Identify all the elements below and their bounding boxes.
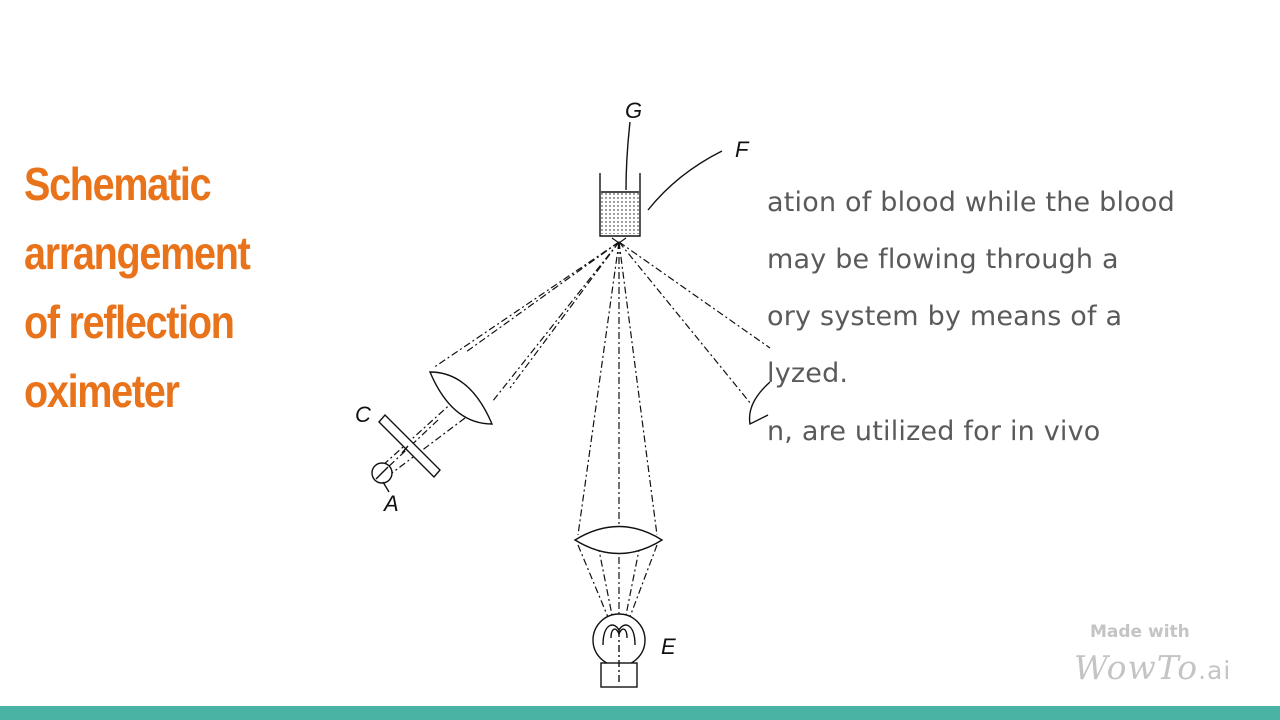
title-line: oximeter xyxy=(24,365,180,417)
body-line: ation of blood while the blood xyxy=(767,187,1175,218)
made-with-label: Made with xyxy=(1090,622,1190,642)
body-line: may be flowing through a xyxy=(767,244,1119,275)
label-a: A xyxy=(382,491,399,516)
title-line: Schematic xyxy=(24,158,212,210)
label-e: E xyxy=(661,634,676,659)
sample-cuvette xyxy=(599,121,723,244)
body-line: ory system by means of a xyxy=(767,301,1123,332)
body-line: n, are utilized for in vivo xyxy=(767,416,1101,447)
label-f: F xyxy=(735,137,750,162)
detector-right xyxy=(748,381,771,426)
brand-suffix: .ai xyxy=(1198,656,1232,685)
lamp-e xyxy=(592,613,646,688)
label-c: C xyxy=(355,402,371,427)
label-g: G xyxy=(625,98,642,123)
schematic-svg: G F C A E xyxy=(355,98,771,688)
bottom-accent-bar xyxy=(0,706,1280,720)
brand-name: WowTo xyxy=(1074,648,1199,687)
filter-c xyxy=(378,413,441,479)
lens-bottom xyxy=(573,525,664,555)
photocell-a xyxy=(371,462,393,493)
title-line: arrangement xyxy=(24,227,251,279)
lens-left xyxy=(428,371,494,425)
body-text: ation of blood while the blood may be fl… xyxy=(700,183,1280,473)
title-line: of reflection xyxy=(24,296,235,348)
slide-title: Schematic arrangement of reflection oxim… xyxy=(24,150,282,426)
wowto-watermark: Made with WowTo.ai xyxy=(1068,620,1231,690)
body-line: lyzed. xyxy=(767,358,849,389)
light-rays xyxy=(381,241,771,685)
oximeter-schematic: G F C A E xyxy=(340,90,780,690)
wowto-logo: WowTo.ai xyxy=(1074,648,1231,687)
